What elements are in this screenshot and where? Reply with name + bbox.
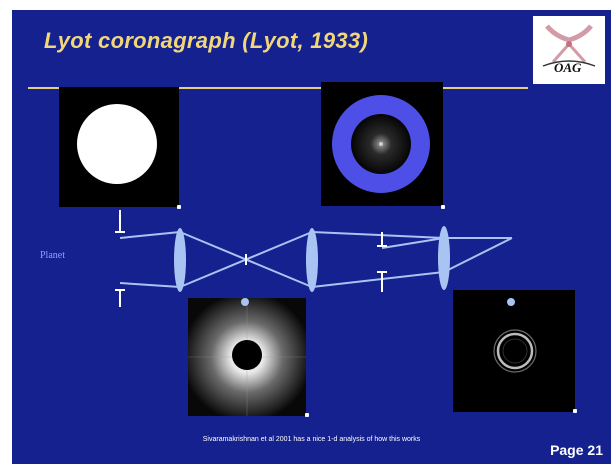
panel-marker <box>177 205 181 209</box>
stops <box>115 210 387 307</box>
slide-title: Lyot coronagraph (Lyot, 1933) <box>44 28 369 53</box>
reference-note: Sivaramakrishnan et al 2001 has a nice 1… <box>202 436 421 443</box>
panel-marker <box>573 409 577 413</box>
page-number: Page 21 <box>550 442 603 458</box>
pupil-disk-graphic <box>77 104 157 184</box>
final-image-panel <box>453 290 575 412</box>
focal-plane-panel <box>188 298 306 416</box>
lyot-stop-panel <box>321 82 443 206</box>
lenses <box>174 226 450 292</box>
pupil-panel <box>59 87 179 207</box>
panel-marker <box>305 413 309 417</box>
panel-marker <box>441 205 445 209</box>
final-image-graphic <box>493 329 537 373</box>
planet-label: Planet <box>40 250 65 261</box>
focal-plane-graphic <box>188 298 306 416</box>
logo-text: OAG <box>554 60 582 75</box>
lyot-stop-graphic <box>332 95 430 193</box>
title-rule <box>28 87 528 89</box>
oag-logo: OAG <box>533 16 605 84</box>
light-rays <box>119 231 513 288</box>
slide: { "slide": { "title": "Lyot coronagraph … <box>12 10 611 464</box>
logo-graphic <box>542 24 596 67</box>
